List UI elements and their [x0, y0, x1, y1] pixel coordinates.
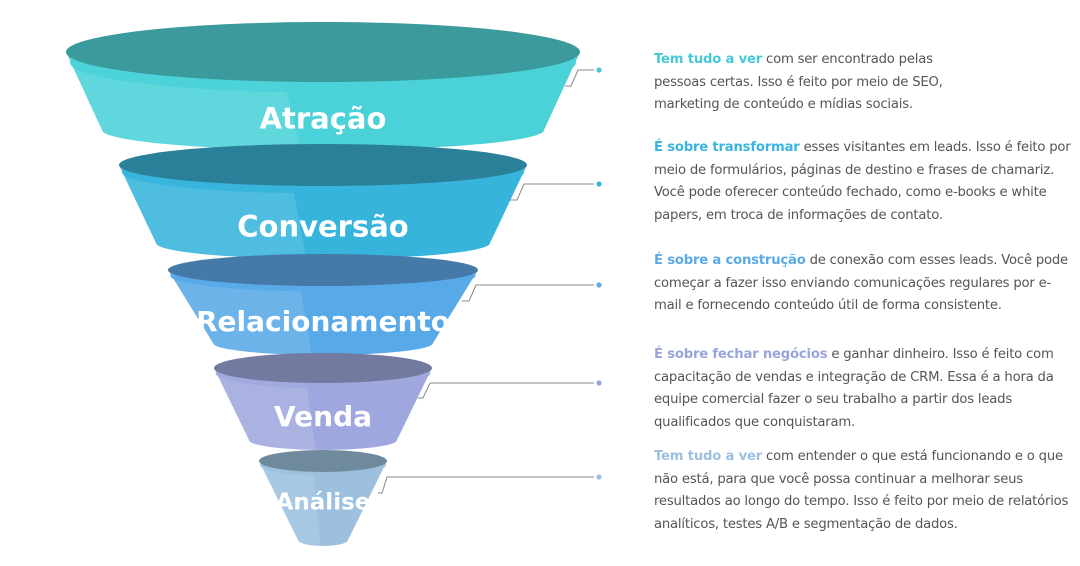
funnel-stage-1: Atração: [65, 22, 602, 150]
description-text: de conexão com esses leads. Você pode co…: [654, 253, 1068, 313]
stage-description-venda: É sobre fechar negócios e ganhar dinheir…: [654, 344, 1074, 434]
funnel-stage-label: Atração: [260, 101, 387, 135]
connector-dot: [596, 282, 602, 288]
description-highlight: É sobre a construção: [654, 253, 806, 268]
description-highlight: É sobre transformar: [654, 140, 800, 155]
funnel-highlight: [167, 270, 312, 355]
connector-line: [565, 69, 594, 87]
funnel-highlight: [258, 461, 321, 546]
description-text: com ser encontrado pelas pessoas certas.…: [654, 52, 943, 112]
funnel-body: [259, 461, 387, 546]
connector-dot: [596, 67, 602, 73]
funnel-top: [259, 450, 387, 472]
funnel-stage-label: Venda: [274, 400, 372, 433]
funnel-stage-4: Venda: [213, 353, 602, 450]
connector-line: [378, 476, 594, 494]
description-highlight: Tem tudo a ver: [654, 449, 763, 464]
connector-dot: [596, 380, 602, 386]
description-text: e ganhar dinheiro. Isso é feito com capa…: [654, 347, 1054, 430]
description-highlight: É sobre fechar negócios: [654, 347, 828, 362]
stage-description-relacionamento: É sobre a construção de conexão com esse…: [654, 250, 1074, 318]
connector-line: [418, 382, 594, 399]
funnel-stage-2: Conversão: [118, 144, 602, 259]
stage-description-atracao: Tem tudo a ver com ser encontrado pelas …: [654, 49, 954, 117]
funnel-stage-label: Análise: [276, 489, 371, 515]
funnel-stage-5: Análise: [258, 450, 602, 546]
funnel-top: [214, 353, 432, 383]
funnel-top: [168, 254, 478, 286]
funnel-body: [66, 52, 580, 150]
funnel-stage-label: Conversão: [237, 209, 408, 243]
description-text: esses visitantes em leads. Isso é feito …: [654, 140, 1071, 223]
connector-dot: [596, 474, 602, 480]
funnel-highlight: [213, 368, 316, 450]
funnel-body: [214, 368, 432, 450]
connector-dot: [596, 181, 602, 187]
description-highlight: Tem tudo a ver: [654, 52, 763, 67]
sales-funnel: AtraçãoConversãoRelacionamentoVendaAnáli…: [65, 22, 602, 546]
funnel-top: [66, 22, 580, 82]
funnel-stage-3: Relacionamento: [167, 254, 602, 355]
stage-description-analise: Tem tudo a ver com entender o que está f…: [654, 446, 1074, 536]
funnel-top: [119, 144, 527, 186]
connector-line: [510, 183, 594, 201]
description-text: com entender o que está funcionando e o …: [654, 449, 1069, 532]
funnel-stage-label: Relacionamento: [196, 305, 450, 338]
connector-line: [462, 284, 594, 302]
funnel-body: [168, 270, 478, 355]
stage-description-conversao: É sobre transformar esses visitantes em …: [654, 137, 1074, 227]
